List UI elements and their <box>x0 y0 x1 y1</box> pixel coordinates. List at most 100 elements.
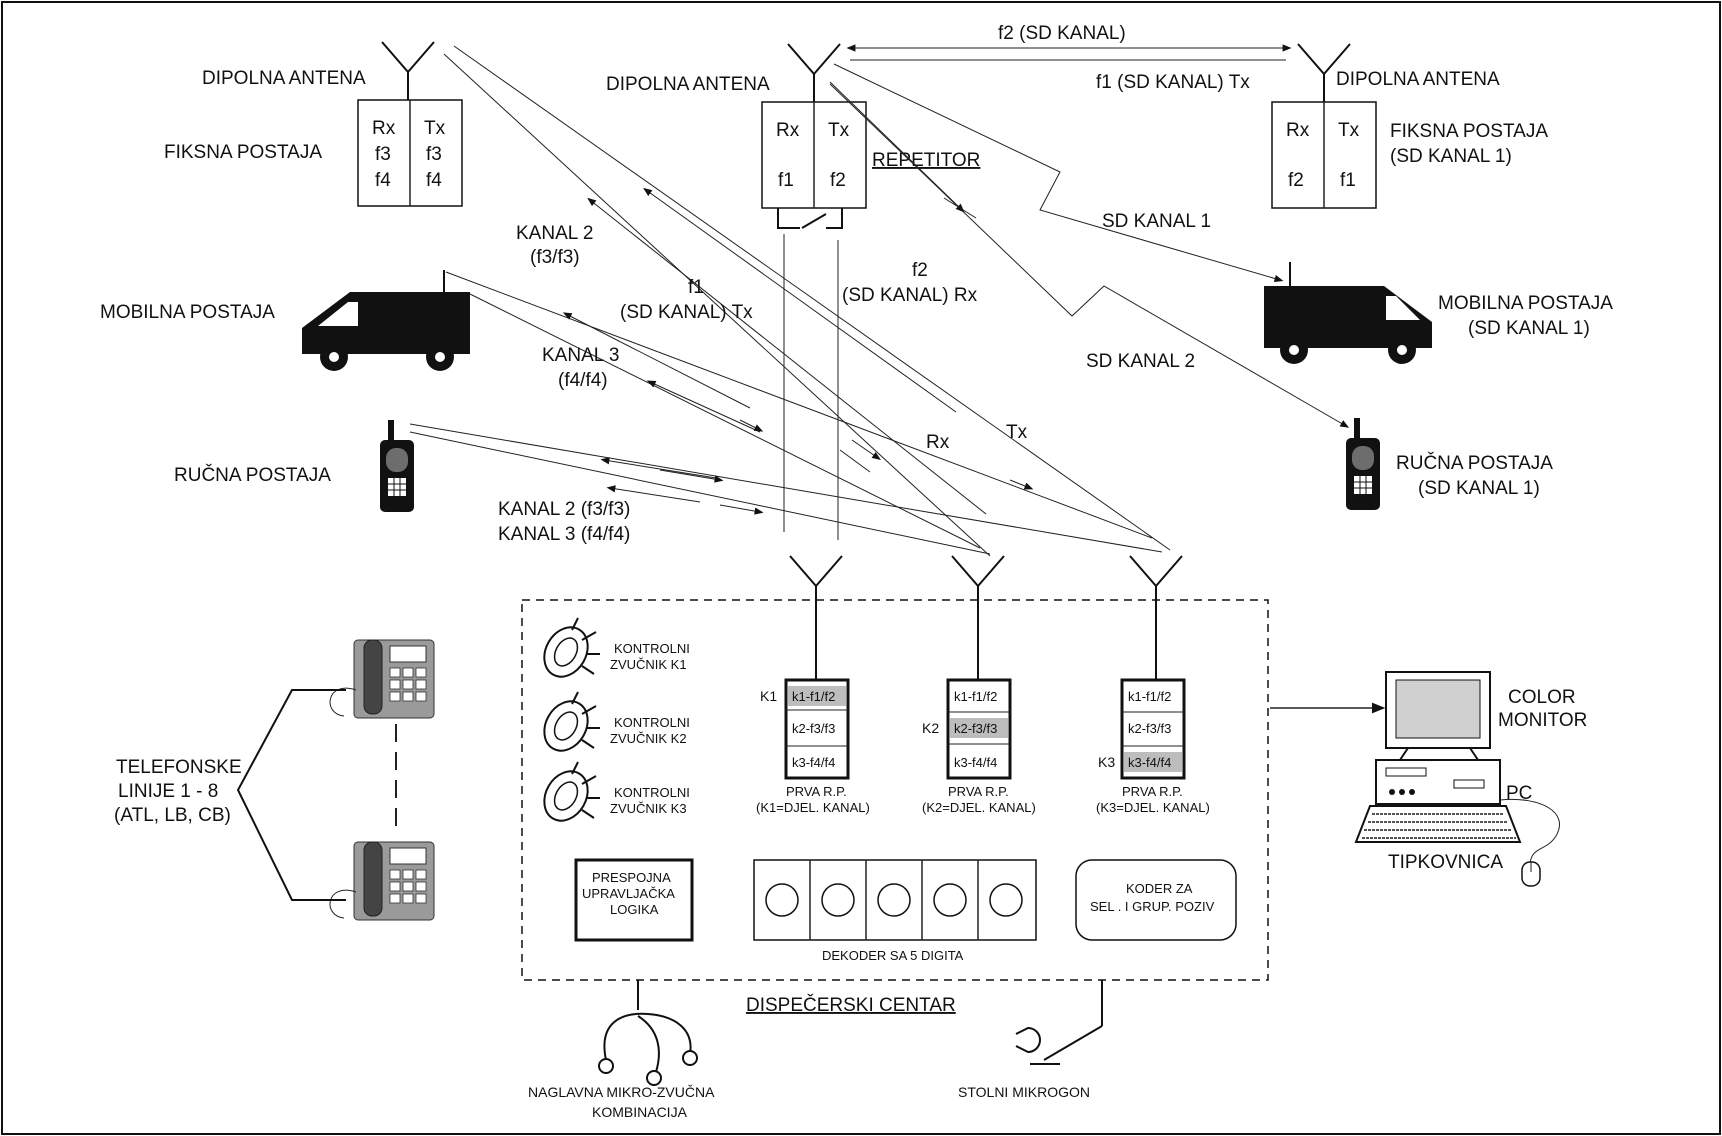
fiksna-sd-f2: f2 <box>1288 170 1304 191</box>
label-naglavna-1: NAGLAVNA MIKRO-ZVUČNA <box>528 1084 715 1100</box>
label-koder-2: SEL . I GRUP. POZIV <box>1090 899 1215 914</box>
radio-unit-k2: k1-f1/f2 k2-f3/f3 k3-f4/f4 <box>946 678 1012 780</box>
label-fiksna-postaja: FIKSNA POSTAJA <box>164 142 322 163</box>
label-mobilna-postaja: MOBILNA POSTAJA <box>100 302 275 323</box>
label-kontrolni-2: KONTROLNI <box>614 715 690 730</box>
fiksna-sd-rx: Rx <box>1286 120 1310 141</box>
fiksna-tx-f4: f4 <box>426 170 442 191</box>
label-kanal23-a: KANAL 2 (f3/f3) <box>498 499 630 520</box>
label-dekoder: DEKODER SA 5 DIGITA <box>822 948 964 963</box>
label-kanal23-b: KANAL 3 (f4/f4) <box>498 524 630 545</box>
label-prva-rp-1: PRVA R.P. <box>786 784 847 799</box>
label-k3-djel: (K3=DJEL. KANAL) <box>1096 800 1210 815</box>
fiksna-sd-box: Rx Tx f2 f1 <box>1271 101 1377 209</box>
antenna-fiksna <box>381 41 435 100</box>
label-fiksna-postaja-sd-2: (SD KANAL 1) <box>1390 146 1512 167</box>
dekoder-box <box>753 859 1037 941</box>
label-rucna-postaja: RUČNA POSTAJA <box>174 464 331 486</box>
label-naglavna-2: KOMBINACIJA <box>592 1104 688 1120</box>
label-prva-rp-2: PRVA R.P. <box>948 784 1009 799</box>
antenna-fiksna-sd <box>1297 43 1351 102</box>
label-f1-a: f1 <box>688 277 704 298</box>
rp3-row2: k2-f3/f3 <box>1128 721 1171 736</box>
label-sd-kanal-2: SD KANAL 2 <box>1086 351 1195 372</box>
speaker-k3 <box>543 761 600 822</box>
label-rucna-postaja-sd-1: RUČNA POSTAJA <box>1396 452 1553 474</box>
computer-icon <box>1354 671 1560 887</box>
rp2-row2: k2-f3/f3 <box>954 721 997 736</box>
label-telefonske-1: TELEFONSKE <box>116 757 242 778</box>
label-k1-djel: (K1=DJEL. KANAL) <box>756 800 870 815</box>
label-kanal2-b: (f3/f3) <box>530 247 580 268</box>
label-zvucnik-k1: ZVUČNIK K1 <box>610 657 687 672</box>
rp3-row1: k1-f1/f2 <box>1128 689 1171 704</box>
antenna-repetitor <box>787 43 841 102</box>
label-mobilna-postaja-sd-1: MOBILNA POSTAJA <box>1438 293 1613 314</box>
label-kanal3-a: KANAL 3 <box>542 345 619 366</box>
telephone-8 <box>329 841 435 921</box>
koder-box <box>1075 859 1237 941</box>
label-k3: K3 <box>1098 754 1115 770</box>
antenna-dispatch-3 <box>1129 555 1183 690</box>
label-kontrolni-3: KONTROLNI <box>614 785 690 800</box>
radio-unit-k3: k1-f1/f2 k2-f3/f3 k3-f4/f4 <box>1120 678 1186 780</box>
label-rucna-postaja-sd-2: (SD KANAL 1) <box>1418 478 1540 499</box>
label-prva-rp-3: PRVA R.P. <box>1122 784 1183 799</box>
fiksna-sd-tx: Tx <box>1338 120 1360 141</box>
rp3-row3: k3-f4/f4 <box>1128 755 1171 770</box>
label-stolni-mikrogon: STOLNI MIKROGON <box>958 1084 1090 1100</box>
speaker-k1 <box>543 617 600 678</box>
label-tx: Tx <box>1006 422 1028 443</box>
label-tipkovnica: TIPKOVNICA <box>1388 852 1503 873</box>
label-color-monitor-1: COLOR <box>1508 687 1576 708</box>
repetitor-rx: Rx <box>776 120 800 141</box>
telephone-1 <box>329 639 435 719</box>
telephone-lines-bracket <box>236 689 346 901</box>
label-dipolna-antena-3: DIPOLNA ANTENA <box>1336 69 1500 90</box>
repetitor-box: Rx Tx f1 f2 <box>761 101 867 229</box>
label-zvucnik-k2: ZVUČNIK K2 <box>610 731 687 746</box>
label-f1-sd-kanal-tx: f1 (SD KANAL) Tx <box>1096 72 1250 93</box>
repetitor-f2: f2 <box>830 170 846 191</box>
label-k2-djel: (K2=DJEL. KANAL) <box>922 800 1036 815</box>
label-prespojna-2: UPRAVLJAČKA <box>582 886 675 901</box>
label-pc: PC <box>1506 783 1532 804</box>
fiksna-rx-f3: f3 <box>375 144 391 165</box>
label-telefonske-3: (ATL, LB, CB) <box>114 805 231 826</box>
label-prespojna-3: LOGIKA <box>610 902 659 917</box>
radio-unit-k1: k1-f1/f2 k2-f3/f3 k3-f4/f4 <box>784 678 850 780</box>
headset-icon <box>598 980 698 1086</box>
fiksna-rx: Rx <box>372 118 396 139</box>
label-prespojna-1: PRESPOJNA <box>592 870 671 885</box>
label-telefonske-2: LINIJE 1 - 8 <box>118 781 218 802</box>
label-kanal2-a: KANAL 2 <box>516 223 593 244</box>
repetitor-f1: f1 <box>778 170 794 191</box>
fiksna-rx-f4: f4 <box>375 170 391 191</box>
dispatch-center-frame <box>521 599 1269 981</box>
label-f1-b: (SD KANAL) Tx <box>620 302 753 323</box>
speaker-k2 <box>543 691 600 752</box>
desk-microphone-icon <box>1015 980 1103 1065</box>
label-dipolna-antena-1: DIPOLNA ANTENA <box>202 68 366 89</box>
rp1-row3: k3-f4/f4 <box>792 755 835 770</box>
prespojna-logika-box <box>574 858 694 942</box>
label-kontrolni-1: KONTROLNI <box>614 641 690 656</box>
label-f2-sd-kanal: f2 (SD KANAL) <box>998 23 1126 44</box>
label-dispecerski-centar: DISPEČERSKI CENTAR <box>746 994 956 1016</box>
label-koder-1: KODER ZA <box>1126 881 1193 896</box>
rucna-postaja-radio <box>380 420 414 512</box>
antenna-dispatch-2 <box>951 555 1005 690</box>
label-rx: Rx <box>926 432 950 453</box>
label-mobilna-postaja-sd-2: (SD KANAL 1) <box>1468 318 1590 339</box>
rp2-row3: k3-f4/f4 <box>954 755 997 770</box>
label-k2: K2 <box>922 720 939 736</box>
fiksna-sd-f1: f1 <box>1340 170 1356 191</box>
antenna-dispatch-1 <box>789 555 843 690</box>
label-zvucnik-k3: ZVUČNIK K3 <box>610 801 687 816</box>
label-repetitor: REPETITOR <box>872 150 980 171</box>
label-f2-b: (SD KANAL) Rx <box>842 285 978 306</box>
label-kanal3-b: (f4/f4) <box>558 370 608 391</box>
label-fiksna-postaja-sd-1: FIKSNA POSTAJA <box>1390 121 1548 142</box>
